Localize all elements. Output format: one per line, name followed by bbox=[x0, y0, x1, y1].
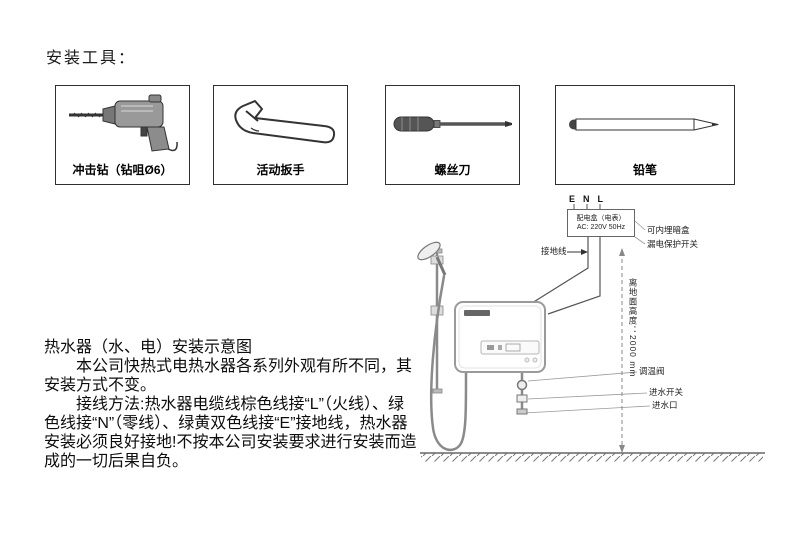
label-leaders bbox=[523, 220, 651, 414]
terminal-n: N bbox=[583, 194, 590, 204]
ground-line bbox=[420, 452, 765, 462]
label-ground-wire: 接地线 bbox=[541, 246, 567, 256]
power-box-line1: 配电盒（电表） bbox=[576, 214, 626, 222]
tool-card-impact-drill: 冲击钻（钻咀Ø6） bbox=[55, 85, 190, 185]
dimension-line bbox=[619, 248, 625, 453]
terminal-ticks bbox=[573, 204, 601, 209]
pencil-icon bbox=[556, 86, 734, 161]
shower-hose bbox=[429, 274, 468, 452]
terminal-e: E bbox=[569, 194, 576, 204]
tool-label: 铅笔 bbox=[632, 163, 657, 177]
wrench-icon bbox=[214, 86, 347, 161]
instructions-para-2: 接线方法:热水器电缆线棕色线接“L”（火线）、绿色线接“N”（零线）、绿黄双色线… bbox=[44, 396, 417, 470]
impact-drill-icon bbox=[56, 86, 189, 161]
inlet-switch bbox=[516, 394, 528, 403]
brand-logo bbox=[464, 310, 490, 316]
heater-display bbox=[480, 340, 540, 355]
label-height: 离地面高度：2000 mm bbox=[628, 278, 638, 378]
screwdriver-icon bbox=[386, 86, 519, 161]
water-heater bbox=[454, 301, 546, 373]
terminal-labels: E N L bbox=[569, 194, 603, 204]
label-concealed-box: 可内埋暗盒 bbox=[647, 225, 690, 235]
diagram-heading: 热水器（水、电）安装示意图 bbox=[44, 339, 253, 356]
temp-valve bbox=[516, 379, 528, 391]
label-inlet: 进水口 bbox=[652, 400, 678, 410]
tools-heading: 安装工具： bbox=[46, 50, 137, 67]
ground-wire-arrow bbox=[567, 249, 588, 255]
tool-label: 活动扳手 bbox=[256, 163, 305, 177]
shower-head bbox=[417, 241, 447, 276]
label-temp-valve: 调温阀 bbox=[639, 366, 665, 376]
installation-diagram bbox=[417, 204, 765, 462]
tool-label: 冲击钻（钻咀Ø6） bbox=[72, 163, 173, 177]
label-leakage-protector: 漏电保护开关 bbox=[647, 239, 699, 249]
power-wire bbox=[531, 237, 601, 315]
label-inlet-switch: 进水开关 bbox=[649, 387, 684, 397]
tool-label: 螺丝刀 bbox=[434, 163, 471, 177]
tool-card-pencil: 铅笔 bbox=[555, 85, 735, 185]
tool-card-wrench: 活动扳手 bbox=[213, 85, 348, 185]
inlet-port bbox=[516, 408, 528, 415]
instructions-block: 热水器（水、电）安装示意图 本公司快热式电热水器各系列外观有所不同，其安装方式不… bbox=[44, 338, 418, 471]
power-box: 配电盒（电表） AC: 220V 50Hz bbox=[567, 209, 635, 237]
terminal-l: L bbox=[597, 194, 604, 204]
tool-card-screwdriver: 螺丝刀 bbox=[385, 85, 520, 185]
inlet-pipework bbox=[516, 373, 528, 415]
instructions-para-1: 本公司快热式电热水器各系列外观有所不同，其安装方式不变。 bbox=[44, 358, 413, 394]
power-box-line2: AC: 220V 50Hz bbox=[576, 224, 626, 231]
